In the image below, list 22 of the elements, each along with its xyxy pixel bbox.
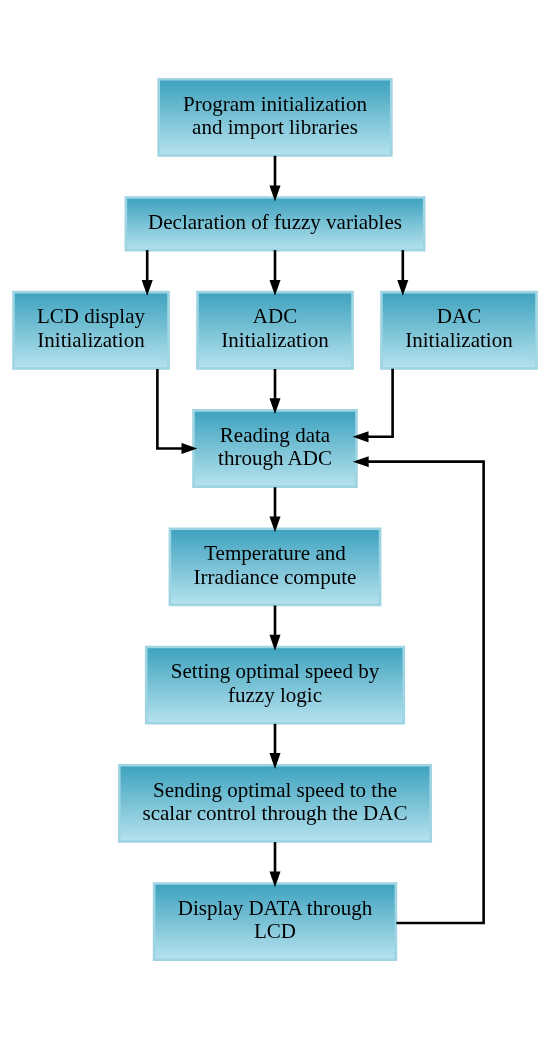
node-box: Setting optimal speed by fuzzy logic bbox=[144, 645, 406, 725]
node-box: Sending optimal speed to the scalar control through the DAC bbox=[117, 763, 433, 843]
node-box: LCD display Initialization bbox=[12, 290, 170, 370]
arrow bbox=[269, 842, 281, 888]
arrow bbox=[269, 605, 281, 651]
arrow bbox=[141, 250, 153, 296]
node-box: Program initialization and import libraries bbox=[157, 77, 393, 157]
arrow bbox=[269, 487, 281, 533]
arrow bbox=[156, 369, 198, 455]
arrow bbox=[269, 155, 281, 202]
node-box: Display DATA through LCD bbox=[152, 882, 398, 962]
node-box: Declaration of fuzzy variables bbox=[124, 196, 426, 252]
node-box: Reading data through ADC bbox=[192, 409, 358, 488]
node-box: DAC Initialization bbox=[380, 290, 538, 370]
arrow bbox=[352, 456, 485, 925]
node-box: Temperature and Irradiance compute bbox=[168, 527, 382, 607]
arrow bbox=[397, 250, 409, 296]
arrow bbox=[269, 723, 281, 769]
arrow bbox=[352, 368, 394, 443]
arrow bbox=[269, 369, 281, 415]
arrow bbox=[269, 250, 281, 296]
node-box: ADC Initialization bbox=[196, 290, 354, 370]
